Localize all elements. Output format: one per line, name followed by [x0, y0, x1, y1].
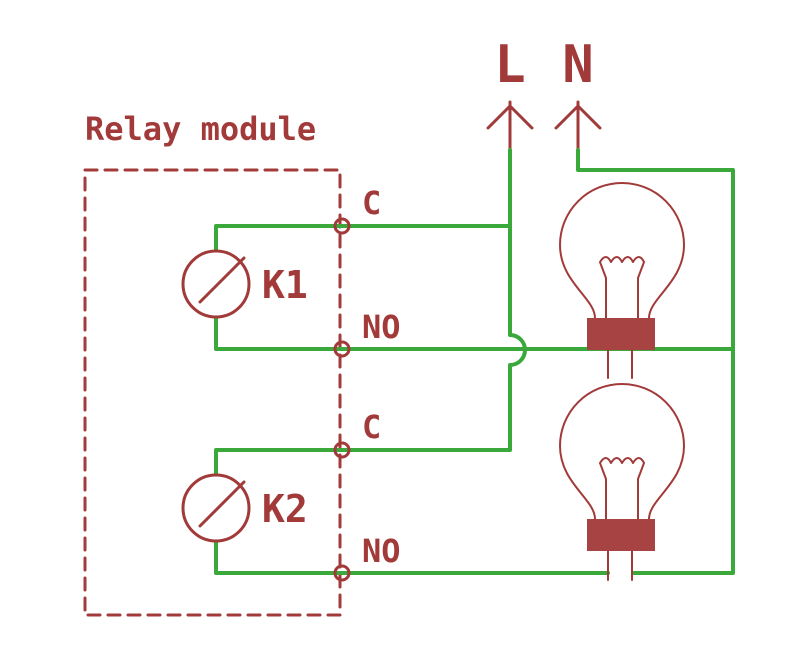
k1-c-label: C: [362, 184, 381, 222]
k1-c-terminal: [333, 217, 351, 235]
lamp-2-base: [587, 519, 655, 551]
relay-module-title: Relay module: [85, 110, 316, 148]
k1-switch-icon: [198, 256, 246, 304]
lamp-1-pins: [607, 349, 633, 379]
k1-no-terminal: [333, 340, 351, 358]
line-bus-wire: [340, 148, 527, 452]
k1-label: K1: [262, 263, 308, 307]
k1-internal-wire: [214, 224, 344, 351]
neutral-terminal: N: [554, 35, 602, 152]
lamp-2: [559, 383, 685, 581]
k2-label: K2: [262, 487, 308, 531]
lamp-2-filament-icon: [599, 457, 645, 520]
lamp-2-pins: [607, 550, 633, 581]
k2-no-terminal: [333, 564, 351, 582]
lamp-1-bulb-icon: [559, 182, 685, 319]
k2-switch-icon: [198, 480, 246, 528]
relay-module-boundary: [83, 168, 342, 617]
relay-k1: K1 C NO: [181, 184, 401, 358]
lamp-1-filament-icon: [599, 256, 645, 319]
relay-k2: K2 C NO: [181, 408, 401, 582]
lamp-2-bulb-icon: [559, 383, 685, 520]
k1-coil-icon: [181, 249, 251, 319]
k2-c-terminal: [333, 441, 351, 459]
k2-coil-icon: [181, 473, 251, 543]
neutral-terminal-label: N: [562, 35, 593, 95]
k1-no-label: NO: [362, 308, 401, 346]
line-terminal-label: L: [494, 35, 525, 95]
wiring: [214, 148, 735, 575]
line-terminal: L: [486, 35, 534, 152]
neutral-arrow-icon: [554, 100, 602, 152]
k2-c-label: C: [362, 408, 381, 446]
line-arrow-icon: [486, 100, 534, 152]
k2-no-label: NO: [362, 532, 401, 570]
lamp-1-base: [587, 318, 655, 350]
lamp-1: [559, 182, 685, 379]
k2-internal-wire: [214, 448, 344, 575]
neutral-bus-wire: [576, 148, 735, 575]
